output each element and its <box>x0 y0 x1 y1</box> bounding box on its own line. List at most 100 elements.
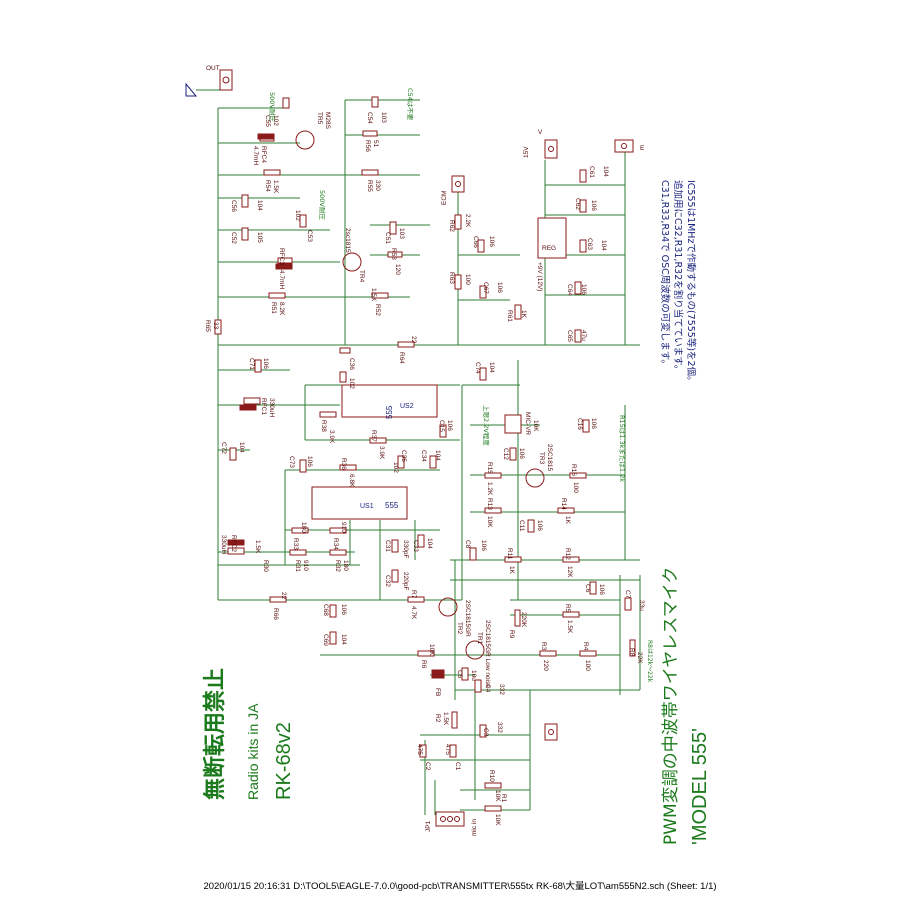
label-c4: C4 <box>484 684 491 693</box>
e-connector <box>614 139 634 153</box>
label-r11: R11 <box>506 548 513 560</box>
value-r52: 1.5K <box>370 288 377 302</box>
label-tr2: TR2 <box>456 622 463 635</box>
label-c65: C65 <box>566 330 573 342</box>
value-c35: 102 <box>392 462 399 473</box>
value-c68: 106 <box>340 604 347 615</box>
antenna-output: OUT <box>185 65 233 97</box>
value-r65: 33 <box>212 322 219 330</box>
label-c1: C1 <box>454 762 461 771</box>
label-r8: R8 <box>628 648 635 657</box>
value-c32: 220pF <box>402 572 409 590</box>
label-c5: C5 <box>456 670 463 679</box>
label-c35: C35 <box>400 450 407 462</box>
label-r12: R12 <box>564 548 571 560</box>
value-c6: 106 <box>598 584 605 595</box>
note-c53: 500V耐圧 <box>318 190 326 220</box>
value-mic-vr: 10K <box>532 420 539 432</box>
label-c16: C16 <box>576 418 583 430</box>
value-r33: 180 <box>300 522 307 533</box>
label-c55: C55 <box>264 115 271 127</box>
label-r64: R64 <box>398 352 405 364</box>
label-c54: C54 <box>366 112 373 124</box>
value-r63: 100 <box>464 274 471 285</box>
label-r7: R7 <box>410 590 417 599</box>
label-c53: C53 <box>306 230 313 242</box>
value-c11: 106 <box>536 520 543 531</box>
transistors <box>295 130 545 660</box>
value-c5: 10u <box>470 670 477 681</box>
label-r37: R37 <box>370 430 377 442</box>
value-c36: 102 <box>348 378 355 389</box>
label-r66: R66 <box>272 608 279 620</box>
jp1-label: JP1 <box>425 820 432 832</box>
label-c8: C8 <box>464 540 471 549</box>
us1-type: 555 <box>385 501 399 510</box>
us2-name: US2 <box>400 403 414 410</box>
value-tr1: 2SC1815GR Low noise <box>484 620 491 688</box>
label-c67: C67 <box>482 282 489 294</box>
label-rfc4: RFC4 <box>260 146 267 163</box>
value-c69: 104 <box>340 634 347 645</box>
label-c2: C2 <box>424 762 431 771</box>
title-product: PWM変調の中波帯ワイヤレスマイク <box>661 567 681 845</box>
value-c56: 104 <box>256 200 263 211</box>
tr4-symbol <box>342 252 362 272</box>
label-c74: C74 <box>474 362 481 374</box>
value-rfc3: 4.7mH <box>278 270 285 289</box>
value-c62: 106 <box>590 200 597 211</box>
label-r52: R52 <box>374 304 381 316</box>
label-c52: C52 <box>230 232 237 244</box>
note-c54: C54は不要 <box>406 88 414 121</box>
label-r9: R9 <box>508 630 515 639</box>
value-r6: 10K <box>428 644 435 656</box>
title-maker: Radio kits in JA <box>245 703 261 800</box>
note-line3: IC555は1MHzで作動するもの(7555等)を2個。 <box>685 180 697 386</box>
title-product-name: 'MODEL 555' <box>689 728 711 845</box>
label-r3: R3 <box>540 642 547 651</box>
value-r15: 1.2K <box>486 482 493 496</box>
label-r16: R16 <box>570 464 577 476</box>
label-c61: C61 <box>588 166 595 178</box>
label-r4: R4 <box>582 642 589 651</box>
value-r11: 1K <box>508 566 515 575</box>
label-r36: R36 <box>340 458 347 470</box>
label-c66: C66 <box>472 236 479 248</box>
label-r54: R54 <box>264 180 271 192</box>
label-c36: C36 <box>348 358 355 370</box>
v-label: V <box>538 129 543 136</box>
label-c33: C33 <box>412 540 419 552</box>
label-r14: R14 <box>560 498 567 510</box>
value-c8: 106 <box>480 540 487 551</box>
component-bodies <box>214 96 636 812</box>
us1-name: US1 <box>360 503 374 510</box>
label-c71: C71 <box>248 358 255 370</box>
ic-us1: 555 US1 <box>311 486 408 520</box>
value-c3: 332 <box>496 722 503 733</box>
value-c2: 475 <box>416 744 423 755</box>
label-r5: R5 <box>564 604 571 613</box>
value-r13: 10K <box>486 516 493 528</box>
label-rfc2: RFC2 <box>230 535 237 552</box>
label-mic-vr: MIC-VR <box>524 412 531 435</box>
blue-notes: C31,R33,R34で OSC周波数の可変します。 追加用にC32,R31,R… <box>659 180 697 386</box>
value-r7: 4.7K <box>410 606 417 620</box>
value-c51: 103 <box>398 228 405 239</box>
label-r33: R33 <box>292 538 299 550</box>
label-c51: C51 <box>384 232 391 244</box>
label-r10: R10 <box>488 770 495 782</box>
label-r15: R15 <box>486 462 493 474</box>
title-warning: 無断転用禁止 <box>202 668 228 800</box>
value-r32: 180 <box>342 560 349 571</box>
label-r2: R2 <box>434 714 441 723</box>
label-tr3: TR3 <box>538 452 545 465</box>
label-c3: C3 <box>482 728 489 737</box>
tr3-symbol <box>525 468 545 488</box>
value-c1: 475 <box>444 744 451 755</box>
out-label: OUT <box>206 65 220 72</box>
value-r51: 8.2K <box>278 302 285 316</box>
label-r31: R31 <box>294 560 301 572</box>
value-r10: 10K <box>494 790 501 802</box>
e-label: E <box>640 145 645 152</box>
note-r8: R8は12k〜22k <box>646 640 653 683</box>
